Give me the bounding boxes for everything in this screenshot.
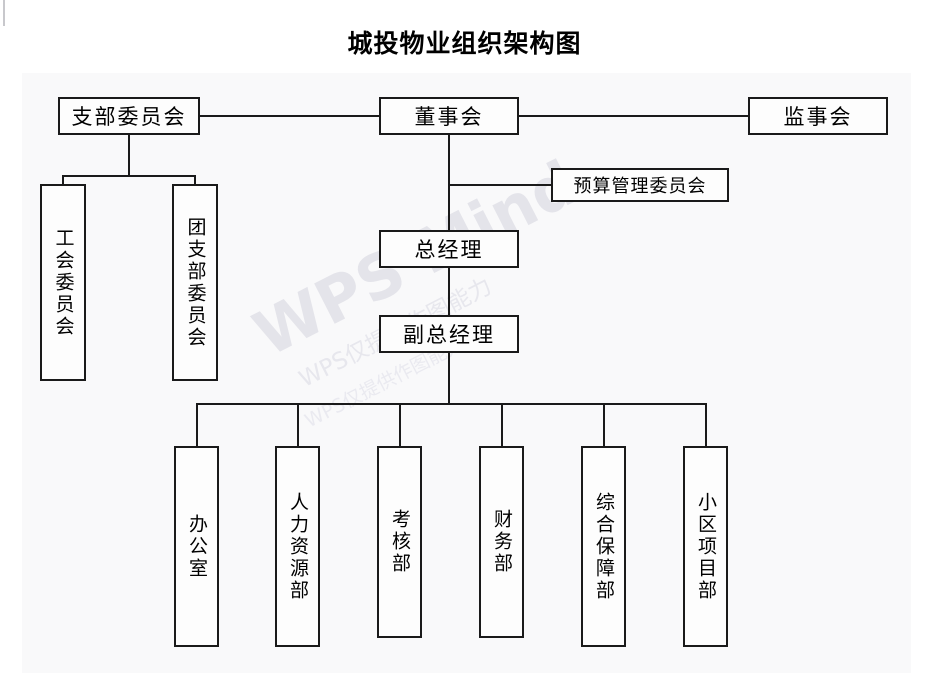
node-label: 考核部 xyxy=(388,509,411,575)
connector-dept-stem-office xyxy=(196,403,198,446)
org-chart-canvas: WPS Mind WPS仅提供作图能力 WPS仅提供作图能力 支部委员会 董事会… xyxy=(22,73,911,673)
node-label: 小区项目部 xyxy=(694,491,717,602)
node-label: 团支部委员会 xyxy=(184,216,207,349)
connector-league-stem xyxy=(194,175,196,185)
node-department-finance[interactable]: 财务部 xyxy=(479,446,524,638)
connector-board-to-budget xyxy=(448,184,551,186)
node-party-branch-committee[interactable]: 支部委员会 xyxy=(58,97,200,135)
node-department-community-project[interactable]: 小区项目部 xyxy=(683,446,728,647)
connector-gm-to-deputy xyxy=(448,268,450,316)
scan-edge-artifact xyxy=(3,0,5,26)
node-label: 支部委员会 xyxy=(71,105,187,129)
connector-dept-stem-assessment xyxy=(399,403,401,446)
node-label: 预算管理委员会 xyxy=(573,176,707,197)
connector-department-bus xyxy=(196,403,707,405)
connector-branch-stem xyxy=(128,135,130,176)
node-label: 副总经理 xyxy=(403,323,495,347)
connector-dept-stem-support xyxy=(603,403,605,446)
node-label: 工会委员会 xyxy=(52,227,75,338)
node-board-of-directors[interactable]: 董事会 xyxy=(379,97,519,135)
node-department-human-resources[interactable]: 人力资源部 xyxy=(275,446,320,647)
node-label: 人力资源部 xyxy=(286,491,309,602)
node-label: 董事会 xyxy=(414,105,484,129)
connector-branch-bus xyxy=(62,175,196,177)
connector-board-to-supervisors xyxy=(519,115,748,117)
connector-board-spine xyxy=(448,135,450,231)
connector-union-stem xyxy=(62,175,64,185)
node-budget-management-committee[interactable]: 预算管理委员会 xyxy=(551,168,729,202)
node-label: 办公室 xyxy=(185,513,208,580)
node-label: 总经理 xyxy=(414,238,484,262)
connector-dept-stem-community xyxy=(705,403,707,446)
node-department-assessment[interactable]: 考核部 xyxy=(377,446,422,638)
page-title: 城投物业组织架构图 xyxy=(347,29,582,58)
node-department-office[interactable]: 办公室 xyxy=(174,446,219,647)
node-label: 综合保障部 xyxy=(592,491,615,602)
node-label: 财务部 xyxy=(490,509,513,575)
connector-dept-stem-hr xyxy=(297,403,299,446)
node-deputy-general-manager[interactable]: 副总经理 xyxy=(379,315,519,353)
connector-deputy-to-bus xyxy=(448,353,450,404)
node-general-manager[interactable]: 总经理 xyxy=(379,230,519,268)
node-youth-league-branch-committee[interactable]: 团支部委员会 xyxy=(172,184,218,381)
node-board-of-supervisors[interactable]: 监事会 xyxy=(748,97,888,135)
node-department-comprehensive-support[interactable]: 综合保障部 xyxy=(581,446,626,647)
connector-dept-stem-finance xyxy=(501,403,503,446)
node-label: 监事会 xyxy=(783,105,853,129)
connector-branch-to-board xyxy=(200,115,381,117)
node-labor-union-committee[interactable]: 工会委员会 xyxy=(40,184,86,381)
